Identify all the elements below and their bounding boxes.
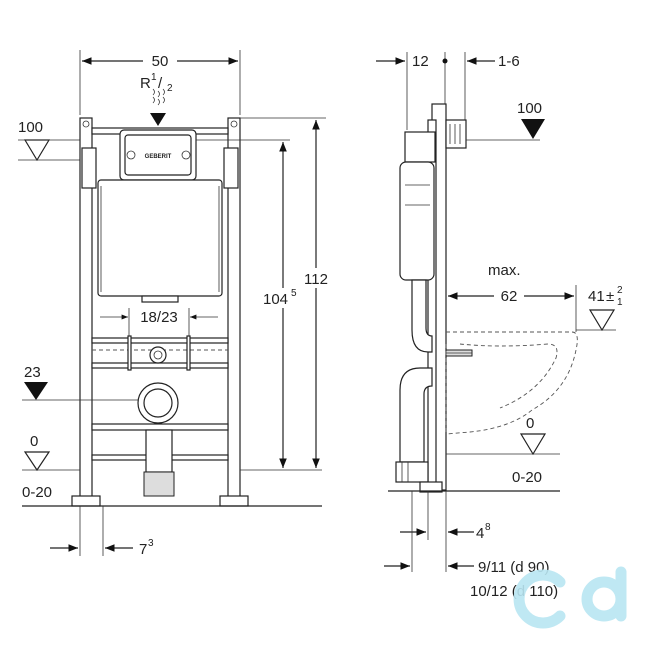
bolt-spacing-label: 18/23 xyxy=(140,309,178,326)
bottom-offset-dimension: 7 3 xyxy=(50,506,154,558)
toilet-bowl-outline xyxy=(445,331,578,435)
front-view: 50 R 1 / 2 100 xyxy=(18,50,332,558)
side-level-100-marker: 100 xyxy=(517,100,545,139)
side-floor-range-label: 0-20 xyxy=(512,469,542,486)
svg-text:±: ± xyxy=(606,288,614,305)
height-inner-label: 104 xyxy=(263,291,288,308)
floor-range-label: 0-20 xyxy=(22,484,52,501)
level-0-marker: 0 0-20 xyxy=(22,433,322,507)
level-triangle-icon xyxy=(23,451,51,472)
level-100-marker: 100 xyxy=(18,119,80,162)
depth-62-dimension: max. 62 xyxy=(448,262,577,332)
dim-41-sup: 2 xyxy=(617,285,623,296)
level-triangle-icon xyxy=(588,309,616,332)
dim-4-sup: 8 xyxy=(485,522,491,533)
water-inlet-icon xyxy=(152,88,165,106)
side-cistern xyxy=(399,161,435,281)
offset-48-dimension: 4 8 xyxy=(400,491,491,572)
pipe-110-label: 10/12 (d 110) xyxy=(470,583,558,600)
bowl-height-marker: 41 ± 2 1 xyxy=(576,285,623,332)
level-0-label: 0 xyxy=(30,433,38,450)
side-view: 12 1-6 xyxy=(376,52,623,600)
adjust-label: 1-6 xyxy=(498,53,520,70)
side-level-0-marker: 0 0-20 xyxy=(388,415,560,492)
level-23-marker: 23 xyxy=(22,364,138,401)
side-level-0-label: 0 xyxy=(526,415,534,432)
svg-text:/: / xyxy=(158,75,163,92)
bolt-spacing-dimension: 18/23 xyxy=(100,308,218,336)
dim-4-label: 4 xyxy=(476,525,484,542)
thread-den-label: 2 xyxy=(167,83,173,94)
installation-frame: GEBERIT xyxy=(71,117,249,507)
cd-logo-icon xyxy=(513,566,627,629)
bottom-offset-label: 7 xyxy=(139,541,147,558)
depth-dimension: 12 1-6 xyxy=(376,52,520,130)
side-level-100-label: 100 xyxy=(517,100,542,117)
side-frame xyxy=(395,103,540,493)
dim-62-label: 62 xyxy=(501,288,518,305)
depth-label: 12 xyxy=(412,53,429,70)
level-triangle-icon xyxy=(519,433,547,456)
side-drain-elbow xyxy=(399,367,433,463)
level-100-label: 100 xyxy=(18,119,43,136)
cistern xyxy=(97,179,223,297)
width-label: 50 xyxy=(152,53,169,70)
thread-label: R 1 / 2 xyxy=(140,72,173,126)
bottom-offset-sup: 3 xyxy=(148,538,154,549)
inlet-arrow-icon xyxy=(150,113,166,126)
height-total-label: 112 xyxy=(304,271,328,288)
dim-41-sub: 1 xyxy=(617,297,623,308)
thread-main-label: R xyxy=(140,75,151,92)
width-dimension: 50 xyxy=(79,50,241,115)
level-solid-triangle-icon xyxy=(521,119,545,139)
height-dimensions: 112 104 5 xyxy=(196,117,332,468)
level-23-label: 23 xyxy=(24,364,41,381)
level-solid-triangle-icon xyxy=(24,382,48,400)
dim-41-label: 41 xyxy=(588,288,605,305)
max-label: max. xyxy=(488,262,521,279)
height-inner-sup: 5 xyxy=(291,288,297,299)
level-triangle-icon xyxy=(23,139,51,162)
brand-label: GEBERIT xyxy=(145,154,172,160)
thread-num-label: 1 xyxy=(151,72,157,83)
